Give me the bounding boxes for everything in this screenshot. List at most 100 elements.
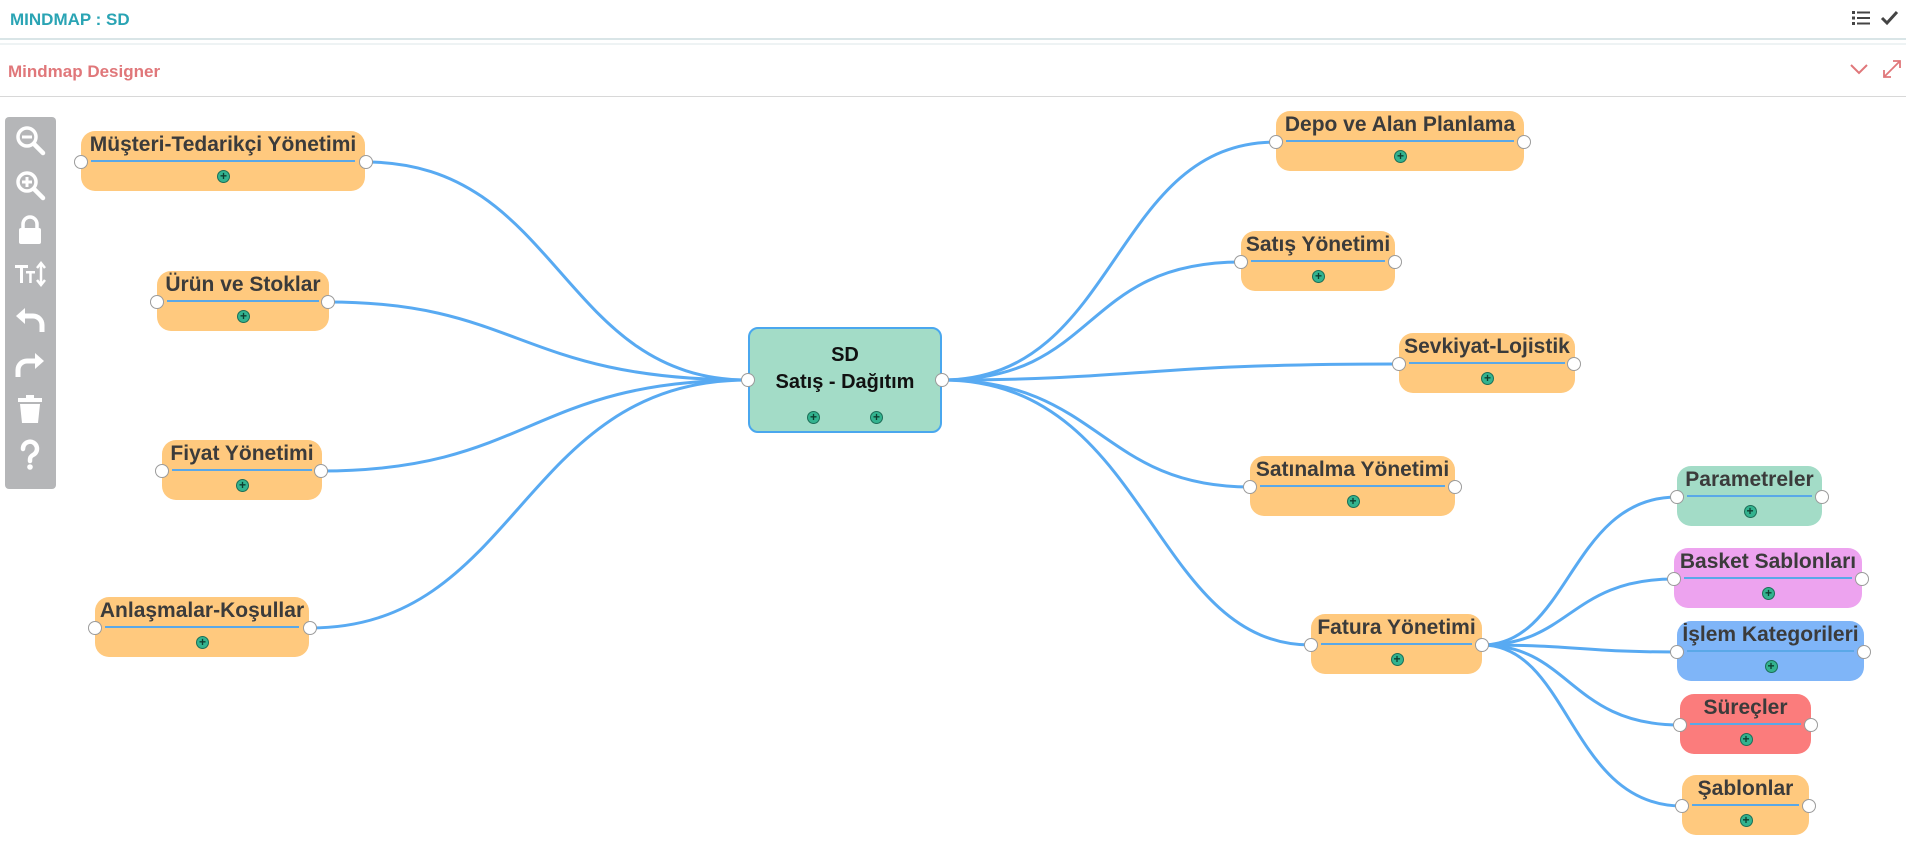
edge-basket bbox=[1481, 577, 1675, 647]
panel-header: Mindmap Designer bbox=[0, 45, 1906, 97]
expand-icon[interactable] bbox=[1881, 59, 1903, 81]
add-child-button[interactable]: + bbox=[1739, 814, 1753, 827]
zoom-in-icon[interactable] bbox=[13, 168, 47, 202]
node-underline bbox=[167, 300, 319, 302]
connection-handle[interactable] bbox=[741, 373, 755, 387]
check-icon[interactable] bbox=[1878, 8, 1900, 30]
connection-handle[interactable] bbox=[359, 155, 373, 169]
add-child-button[interactable]: + bbox=[1481, 372, 1494, 385]
node-satinalma-yonetimi[interactable]: Satınalma Yönetimi + bbox=[1250, 456, 1455, 516]
node-underline bbox=[1260, 485, 1445, 487]
node-label: Anlaşmalar-Koşullar bbox=[99, 599, 305, 622]
edge-surecler bbox=[1481, 643, 1681, 727]
connection-handle[interactable] bbox=[1670, 645, 1684, 659]
node-underline bbox=[1687, 650, 1854, 652]
node-fiyat-yonetimi[interactable]: Fiyat Yönetimi + bbox=[162, 440, 322, 500]
add-child-button[interactable]: + bbox=[1312, 270, 1325, 283]
connection-handle[interactable] bbox=[1802, 799, 1816, 813]
node-sablonlar[interactable]: Şablonlar + bbox=[1682, 775, 1809, 835]
node-satis-yonetimi[interactable]: Satış Yönetimi + bbox=[1241, 231, 1395, 291]
connection-handle[interactable] bbox=[155, 464, 169, 478]
connection-handle[interactable] bbox=[1234, 255, 1248, 269]
connection-handle[interactable] bbox=[303, 621, 317, 635]
connection-handle[interactable] bbox=[1475, 638, 1489, 652]
zoom-out-icon[interactable] bbox=[13, 123, 47, 157]
add-child-button[interactable]: + bbox=[1764, 660, 1778, 673]
edge-musteri bbox=[365, 160, 749, 382]
add-child-button[interactable]: + bbox=[237, 310, 250, 323]
add-child-button[interactable]: + bbox=[1743, 505, 1757, 518]
node-underline bbox=[91, 160, 355, 162]
connection-handle[interactable] bbox=[1667, 572, 1681, 586]
node-parametreler[interactable]: Parametreler + bbox=[1677, 466, 1822, 526]
node-islem-kategorileri[interactable]: İşlem Kategorileri + bbox=[1677, 621, 1864, 681]
edge-fiyat bbox=[320, 378, 749, 473]
add-child-button[interactable]: + bbox=[1394, 150, 1407, 163]
connection-handle[interactable] bbox=[1304, 638, 1318, 652]
node-label: İşlem Kategorileri bbox=[1682, 623, 1859, 646]
panel-title: Mindmap Designer bbox=[8, 62, 161, 81]
node-depo-alan-planlama[interactable]: Depo ve Alan Planlama + bbox=[1276, 111, 1524, 171]
edge-satis bbox=[941, 260, 1242, 382]
connection-handle[interactable] bbox=[1243, 480, 1257, 494]
connection-handle[interactable] bbox=[1670, 490, 1684, 504]
node-musteri-tedarikci[interactable]: Müşteri-Tedarikçi Yönetimi + bbox=[81, 131, 365, 191]
connection-handle[interactable] bbox=[1855, 572, 1869, 586]
mindmap-toolbar bbox=[5, 117, 56, 489]
connection-handle[interactable] bbox=[1804, 718, 1818, 732]
node-sevkiyat-lojistik[interactable]: Sevkiyat-Lojistik + bbox=[1399, 333, 1575, 393]
add-child-button[interactable]: + bbox=[236, 479, 249, 492]
chevron-down-icon[interactable] bbox=[1848, 59, 1870, 81]
add-child-button[interactable]: + bbox=[870, 411, 883, 424]
node-label: Müşteri-Tedarikçi Yönetimi bbox=[89, 133, 357, 156]
connection-handle[interactable] bbox=[1675, 799, 1689, 813]
edge-sablonlar bbox=[1481, 643, 1683, 808]
add-child-button[interactable]: + bbox=[1739, 733, 1753, 746]
connection-handle[interactable] bbox=[74, 155, 88, 169]
edge-satinalma bbox=[941, 378, 1251, 489]
connection-handle[interactable] bbox=[935, 373, 949, 387]
edge-anlasmalar bbox=[309, 378, 749, 630]
node-basket-sablonlari[interactable]: Basket Sablonları + bbox=[1674, 548, 1862, 608]
list-icon[interactable] bbox=[1850, 8, 1872, 30]
connection-handle[interactable] bbox=[1392, 357, 1406, 371]
add-child-button[interactable]: + bbox=[1762, 587, 1775, 600]
connection-handle[interactable] bbox=[1857, 645, 1871, 659]
connection-handle[interactable] bbox=[1673, 718, 1687, 732]
edge-depo bbox=[941, 140, 1277, 382]
connection-handle[interactable] bbox=[150, 295, 164, 309]
node-label: Ürün ve Stoklar bbox=[165, 273, 321, 296]
add-child-button[interactable]: + bbox=[807, 411, 820, 424]
undo-icon[interactable] bbox=[13, 302, 47, 336]
lock-icon[interactable] bbox=[13, 213, 47, 247]
redo-icon[interactable] bbox=[13, 347, 47, 381]
node-fatura-yonetimi[interactable]: Fatura Yönetimi + bbox=[1311, 614, 1482, 674]
node-underline bbox=[1286, 140, 1514, 142]
node-underline bbox=[1409, 362, 1565, 364]
node-label: Şablonlar bbox=[1697, 777, 1794, 800]
node-label: Parametreler bbox=[1685, 468, 1814, 491]
connection-handle[interactable] bbox=[88, 621, 102, 635]
connection-handle[interactable] bbox=[1815, 490, 1829, 504]
node-surecler[interactable]: Süreçler + bbox=[1680, 694, 1811, 754]
add-child-button[interactable]: + bbox=[1346, 495, 1360, 508]
connection-handle[interactable] bbox=[321, 295, 335, 309]
node-anlasmalar-kosullar[interactable]: Anlaşmalar-Koşullar + bbox=[95, 597, 309, 657]
add-child-button[interactable]: + bbox=[196, 636, 209, 649]
node-urun-stoklar[interactable]: Ürün ve Stoklar + bbox=[157, 271, 329, 331]
node-underline bbox=[1684, 577, 1852, 579]
connection-handle[interactable] bbox=[1448, 480, 1462, 494]
node-label: Sevkiyat-Lojistik bbox=[1404, 335, 1570, 358]
connection-handle[interactable] bbox=[314, 464, 328, 478]
text-size-icon[interactable] bbox=[13, 257, 47, 291]
connection-handle[interactable] bbox=[1567, 357, 1581, 371]
connection-handle[interactable] bbox=[1517, 135, 1531, 149]
mindmap-center-node[interactable]: SD Satış - Dağıtım + + bbox=[748, 327, 942, 433]
connection-handle[interactable] bbox=[1269, 135, 1283, 149]
trash-icon[interactable] bbox=[13, 392, 47, 426]
add-child-button[interactable]: + bbox=[1390, 653, 1404, 666]
add-child-button[interactable]: + bbox=[217, 170, 230, 183]
help-icon[interactable] bbox=[13, 437, 47, 471]
connection-handle[interactable] bbox=[1388, 255, 1402, 269]
